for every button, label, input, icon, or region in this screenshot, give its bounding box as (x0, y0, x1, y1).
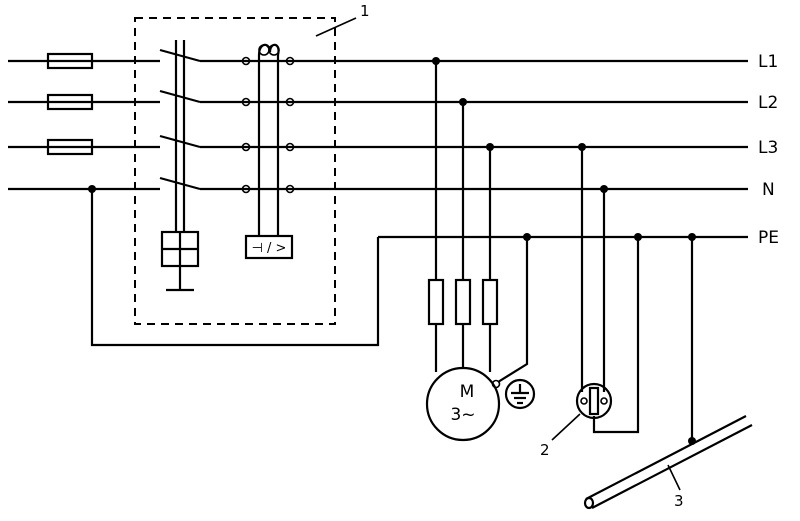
summation-transformer (257, 43, 280, 236)
rcd-enclosure (134, 17, 336, 325)
junction-dots (88, 57, 696, 445)
trip-relay (160, 230, 200, 292)
callout-1: 1 (360, 2, 370, 20)
socket-outlet (575, 382, 613, 420)
rcd-box: ⊣ / > (244, 234, 294, 260)
label-l1: L1 (758, 52, 778, 72)
terminals (241, 56, 295, 194)
callouts: 1 2 3 (315, 2, 684, 510)
switch-contacts (159, 40, 201, 232)
label-n: N (762, 180, 775, 200)
callout-2: 2 (540, 441, 550, 459)
conductor-labels: L1 L2 L3 N PE (758, 52, 779, 248)
label-pe: PE (758, 228, 779, 248)
label-l2: L2 (758, 93, 778, 113)
earth-icon (504, 378, 536, 410)
label-l3: L3 (758, 138, 778, 158)
rcd-box-label: ⊣ / > (252, 241, 287, 256)
motor-branch (427, 61, 529, 389)
neutral-loop (90, 189, 380, 347)
socket-branch (580, 147, 640, 434)
motor-label-m: M (460, 382, 475, 402)
callout-3: 3 (674, 492, 684, 510)
input-fuses (46, 52, 94, 156)
motor: M 3~ (425, 366, 501, 442)
supply-lines (8, 59, 748, 239)
motor-label-phase: 3~ (450, 405, 475, 425)
earthed-pipe (583, 237, 753, 510)
